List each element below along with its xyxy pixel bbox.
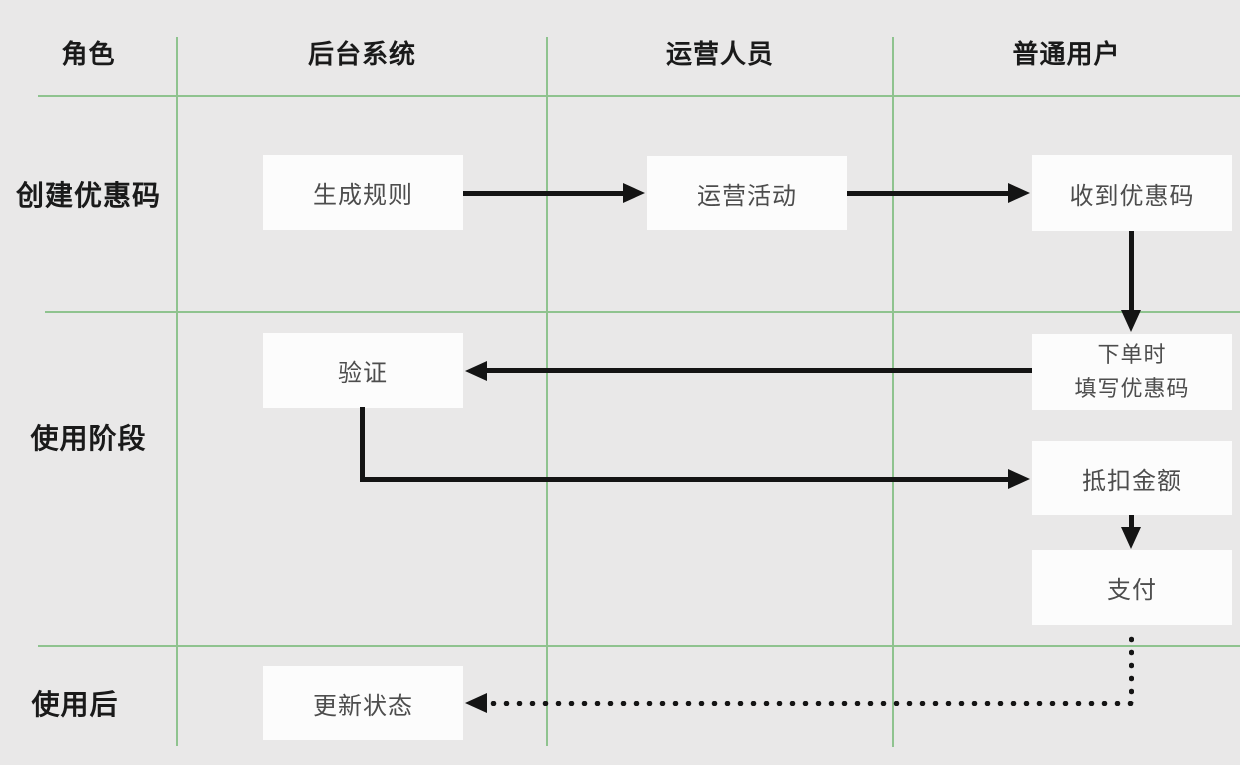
row-label-usage-phase: 使用阶段	[0, 420, 177, 454]
arrow-pay-to-update-horizontal-dotted	[487, 701, 1134, 706]
node-fill-coupon-label-line2: 填写优惠码	[1074, 376, 1190, 401]
column-header-operations-staff: 运营人员	[547, 37, 893, 69]
lane-divider-horizontal-phase2	[38, 645, 1240, 647]
lane-divider-vertical-role	[176, 37, 178, 746]
arrowhead-verify-to-deduct	[1008, 469, 1030, 489]
node-operation-activity: 运营活动	[647, 156, 847, 230]
lane-divider-vertical-backend	[546, 37, 548, 746]
column-header-operations-staff-label: 运营人员	[665, 38, 774, 69]
row-label-create-coupon: 创建优惠码	[0, 177, 177, 211]
node-pay-label: 支付	[1107, 577, 1157, 604]
arrow-verify-to-deduct-horizontal	[360, 477, 1010, 482]
row-label-after-use: 使用后	[0, 686, 150, 720]
lane-divider-horizontal-phase1	[45, 311, 1240, 313]
lane-divider-horizontal-header	[38, 95, 1240, 97]
node-deduct-amount-label: 抵扣金额	[1082, 467, 1182, 495]
column-header-role-label: 角色	[61, 38, 116, 69]
node-receive-coupon-label: 收到优惠码	[1069, 182, 1195, 210]
node-fill-coupon: 下单时 填写优惠码	[1032, 334, 1232, 410]
row-label-create-coupon-text: 创建优惠码	[15, 180, 161, 211]
lane-divider-vertical-operator	[892, 37, 894, 747]
column-header-role: 角色	[0, 37, 177, 69]
node-receive-coupon: 收到优惠码	[1032, 155, 1232, 231]
column-header-backend-system-label: 后台系统	[307, 38, 416, 69]
node-generate-rules: 生成规则	[263, 155, 463, 230]
node-fill-coupon-label-line1: 下单时	[1097, 342, 1167, 367]
arrow-pay-to-update-vertical-dotted	[1129, 633, 1134, 703]
arrowhead-receive-to-fill	[1121, 310, 1141, 332]
arrow-activity-to-receive	[847, 191, 1008, 196]
column-header-backend-system: 后台系统	[177, 37, 547, 69]
arrowhead-generate-to-activity	[623, 183, 645, 203]
arrowhead-fill-to-verify	[465, 361, 487, 381]
arrow-deduct-to-pay	[1129, 515, 1134, 528]
arrowhead-deduct-to-pay	[1121, 527, 1141, 549]
arrow-generate-to-activity	[463, 191, 623, 196]
node-operation-activity-label: 运营活动	[697, 182, 797, 210]
column-header-regular-user: 普通用户	[893, 37, 1240, 69]
node-update-status-label: 更新状态	[313, 692, 413, 720]
node-deduct-amount: 抵扣金额	[1032, 441, 1232, 515]
column-header-regular-user-label: 普通用户	[1012, 38, 1121, 69]
node-update-status: 更新状态	[263, 666, 463, 740]
row-label-usage-phase-text: 使用阶段	[30, 423, 147, 454]
node-verify-label: 验证	[338, 360, 388, 387]
arrowhead-activity-to-receive	[1008, 183, 1030, 203]
node-pay: 支付	[1032, 550, 1232, 625]
node-verify: 验证	[263, 333, 463, 408]
row-label-after-use-text: 使用后	[31, 689, 119, 720]
arrow-receive-to-fill	[1129, 231, 1134, 310]
arrow-verify-to-deduct-vertical	[360, 407, 365, 482]
arrow-fill-to-verify	[487, 368, 1032, 373]
node-generate-rules-label: 生成规则	[313, 182, 413, 209]
arrowhead-pay-to-update	[465, 693, 487, 713]
